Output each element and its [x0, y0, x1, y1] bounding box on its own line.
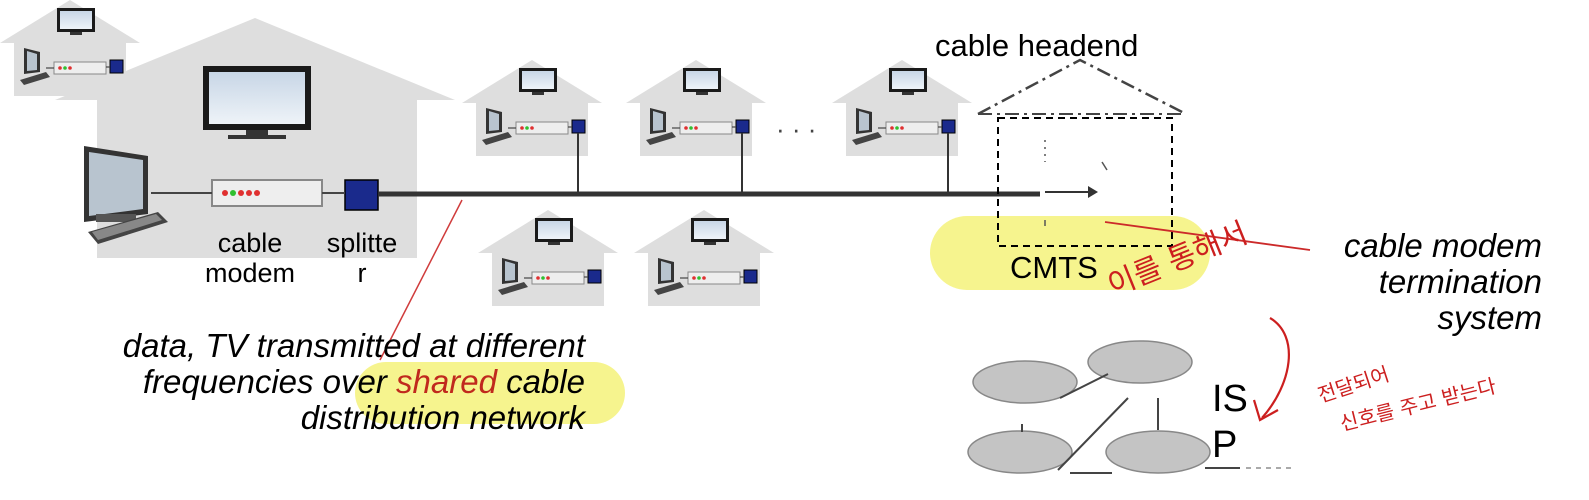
handwritten-arrowhead	[1252, 399, 1279, 422]
cmts-caption-line3: system	[1437, 299, 1542, 336]
shared-highlight	[355, 362, 625, 424]
neighbor-home-2	[625, 59, 767, 157]
neighbor-home-1	[461, 59, 603, 157]
splitter-label-line1: splitte	[326, 228, 398, 258]
caption-line-3: distribution network	[300, 399, 585, 436]
computer-icon	[84, 146, 168, 244]
cable-modem-icon	[211, 179, 323, 207]
neighbor-home-3	[831, 59, 973, 157]
isp-label-line1: IS	[1212, 378, 1248, 420]
cable-modem-label-line2: modem	[204, 258, 296, 288]
homes-ellipsis: · · ·	[776, 114, 816, 144]
tv-icon	[203, 66, 311, 139]
cmts-caption-line1: cable modem	[1343, 227, 1542, 264]
cmts-highlight	[930, 216, 1210, 290]
cable-headend	[977, 58, 1187, 247]
isp-network	[967, 340, 1292, 474]
cable-headend-label: cable headend	[935, 28, 1139, 63]
neighbor-home-4	[477, 209, 619, 307]
splitter-label: splitte r	[312, 228, 412, 288]
handwritten-arrow	[1261, 317, 1290, 419]
cable-modem-label: cable modem	[180, 228, 320, 288]
cable-modem-label-line1: cable	[217, 228, 283, 258]
splitter-label-line2: r	[357, 258, 367, 288]
splitter-icon	[344, 179, 379, 211]
cmts-pointer-line	[1104, 221, 1311, 251]
shared-keyword: shared	[396, 363, 497, 400]
shared-network-caption: data, TV transmitted at different freque…	[20, 328, 585, 436]
caption-line-2: frequencies over shared cable	[20, 364, 585, 400]
shared-pointer-line	[379, 199, 463, 361]
isp-label-line2: P	[1212, 424, 1238, 466]
caption-line-1: data, TV transmitted at different	[122, 327, 585, 364]
neighbor-home-5	[633, 209, 775, 307]
caption-line-2-end: cable	[496, 363, 585, 400]
cmts-caption: cable modem termination system	[1230, 228, 1542, 336]
cmts-caption-line2: termination	[1378, 263, 1542, 300]
caption-line-2-start: frequencies over	[142, 363, 397, 400]
cmts-label: CMTS	[1010, 250, 1098, 285]
